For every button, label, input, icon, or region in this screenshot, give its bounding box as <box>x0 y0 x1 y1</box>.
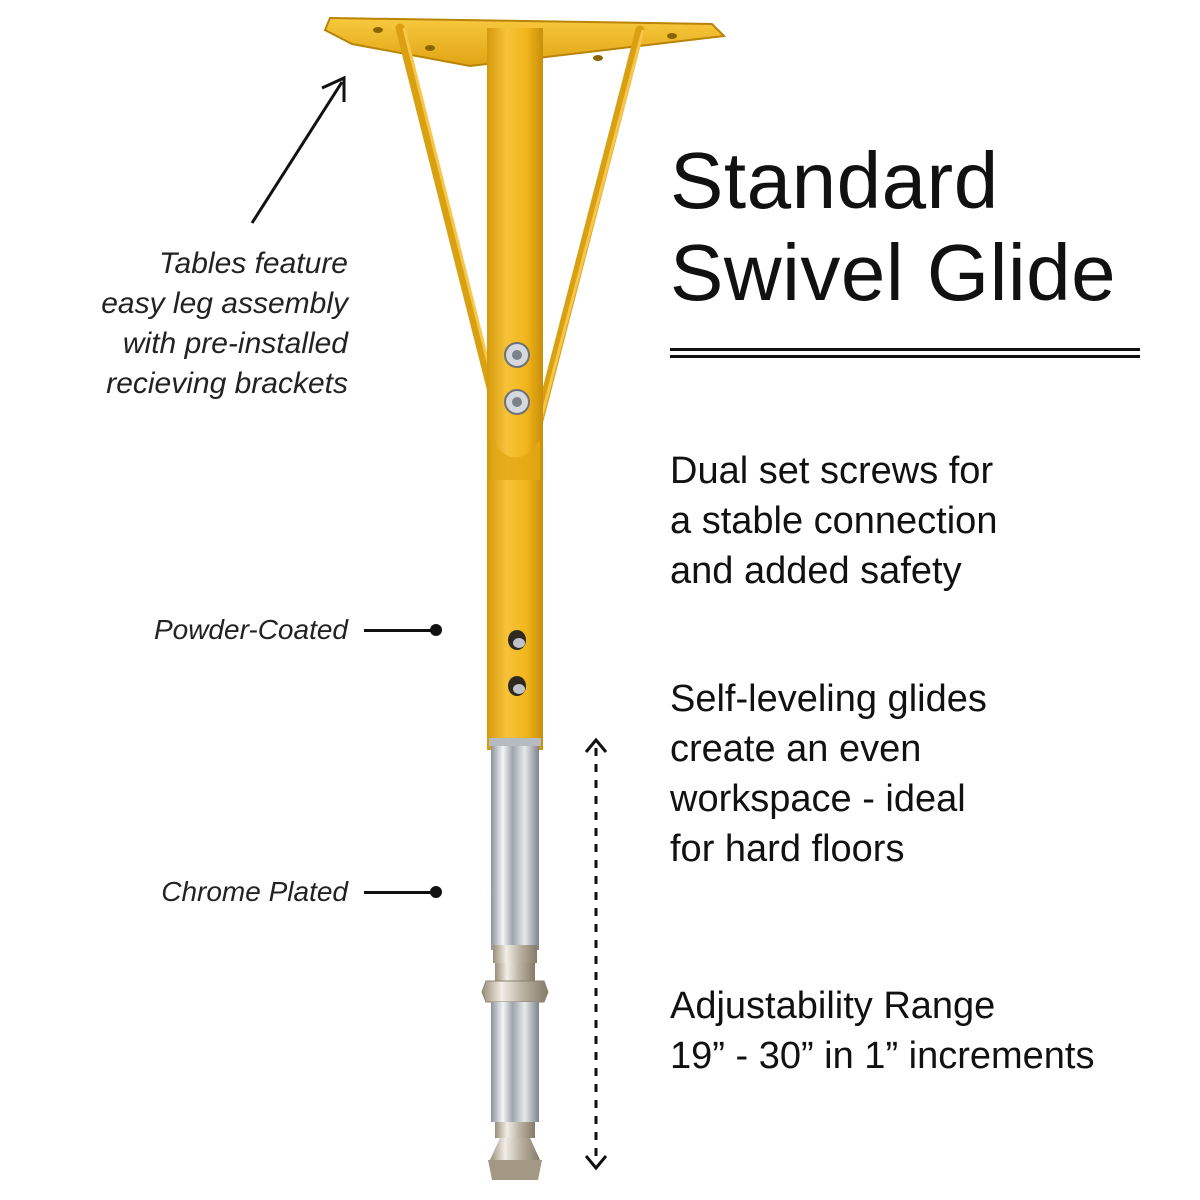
title-divider-top <box>670 348 1140 351</box>
note-line: recieving brackets <box>106 367 348 400</box>
arrow-up-right-icon <box>250 75 346 224</box>
note-line: Tables feature <box>158 247 348 280</box>
powder-coated-pointer <box>364 624 442 636</box>
feature-line: workspace - ideal <box>670 778 966 820</box>
set-screws <box>504 342 530 415</box>
powder-coated-label: Powder-Coated <box>28 610 348 650</box>
feature-adjustability-range: Adjustability Range 19” - 30” in 1” incr… <box>670 981 1190 1081</box>
title-line-1: Standard <box>670 136 999 225</box>
double-arrow-vertical-dashed-icon <box>584 737 608 1171</box>
pointer-dot <box>430 624 442 636</box>
powder-coated-text: Powder-Coated <box>153 614 348 645</box>
note-line: easy leg assembly <box>101 287 348 320</box>
chrome-plated-tube <box>481 738 549 1180</box>
feature-line: 19” - 30” in 1” increments <box>670 1035 1095 1077</box>
bracket-assembly-note: Tables feature easy leg assembly with pr… <box>28 244 348 404</box>
feature-line: Self-leveling glides <box>670 678 987 720</box>
pointer-dot <box>430 886 442 898</box>
adjustment-holes <box>508 630 526 696</box>
title-divider-bottom <box>670 355 1140 358</box>
feature-line: a stable connection <box>670 500 998 542</box>
feature-line: Dual set screws for <box>670 450 994 492</box>
chrome-plated-pointer <box>364 886 442 898</box>
feature-line: for hard floors <box>670 828 905 870</box>
powder-coated-tube <box>487 28 543 750</box>
feature-self-leveling-glides: Self-leveling glides create an even work… <box>670 674 1190 874</box>
page-title: Standard Swivel Glide <box>670 135 1170 319</box>
note-line: with pre-installed <box>122 327 348 360</box>
feature-line: and added safety <box>670 550 962 592</box>
title-line-2: Swivel Glide <box>670 228 1117 317</box>
chrome-plated-label: Chrome Plated <box>28 872 348 912</box>
chrome-plated-text: Chrome Plated <box>161 876 348 907</box>
feature-line: create an even <box>670 728 922 770</box>
feature-dual-set-screws: Dual set screws for a stable connection … <box>670 446 1190 596</box>
feature-line: Adjustability Range <box>670 985 996 1027</box>
